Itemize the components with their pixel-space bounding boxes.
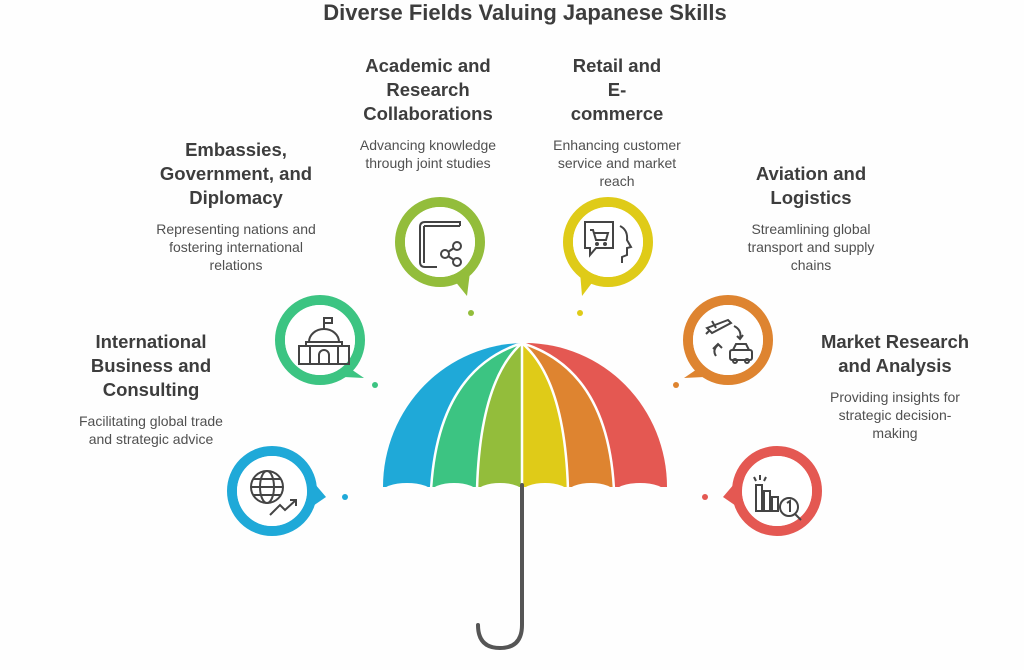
connector-dot bbox=[372, 382, 378, 388]
field-description: Providing insights for strategic decisio… bbox=[830, 389, 960, 441]
field-academic: Academic and Research Collaborations Adv… bbox=[328, 54, 528, 172]
field-market-research: Market Research and Analysis Providing i… bbox=[795, 330, 995, 442]
field-title: Market Research and Analysis bbox=[820, 331, 970, 376]
field-international-business: International Business and Consulting Fa… bbox=[51, 330, 251, 448]
book-share-icon bbox=[419, 221, 462, 268]
field-title: International Business and Consulting bbox=[90, 331, 212, 400]
bubble-aviation bbox=[683, 295, 773, 385]
field-title: Retail and E-commerce bbox=[570, 55, 664, 124]
field-title: Embassies, Government, and Diplomacy bbox=[159, 139, 313, 208]
field-description: Enhancing customer service and market re… bbox=[553, 137, 681, 189]
canopy-panel-yellow bbox=[522, 343, 568, 487]
connector-dot bbox=[577, 310, 583, 316]
field-title: Academic and Research Collaborations bbox=[363, 55, 493, 124]
field-description: Advancing knowledge through joint studie… bbox=[359, 137, 497, 171]
bubble-retail bbox=[563, 197, 653, 296]
connector-dot bbox=[468, 310, 474, 316]
canopy-panel-orange bbox=[522, 343, 614, 487]
field-description: Streamlining global transport and supply… bbox=[747, 221, 875, 273]
connector-dot bbox=[342, 494, 348, 500]
bubble-international-business bbox=[227, 446, 326, 536]
field-retail: Retail and E-commerce Enhancing customer… bbox=[517, 54, 717, 190]
shopping-cart-speech-icon bbox=[584, 221, 633, 263]
globe-growth-icon bbox=[250, 470, 297, 516]
field-aviation: Aviation and Logistics Streamlining glob… bbox=[711, 162, 911, 274]
field-description: Facilitating global trade and strategic … bbox=[79, 413, 223, 447]
field-description: Representing nations and fostering inter… bbox=[156, 221, 316, 273]
canopy-panel-green bbox=[431, 343, 522, 487]
page-title: Diverse Fields Valuing Japanese Skills bbox=[323, 0, 727, 25]
canopy-panel-lime bbox=[477, 343, 522, 487]
connector-dot bbox=[702, 494, 708, 500]
field-title: Aviation and Logistics bbox=[755, 163, 867, 208]
umbrella-canopy bbox=[383, 343, 667, 487]
government-building-icon bbox=[298, 317, 350, 365]
bubble-academic bbox=[395, 197, 485, 296]
canopy-panel-red bbox=[522, 343, 667, 487]
field-embassies: Embassies, Government, and Diplomacy Rep… bbox=[136, 138, 336, 274]
bubble-market-research bbox=[723, 446, 822, 536]
connector-dot bbox=[673, 382, 679, 388]
umbrella-handle bbox=[476, 483, 524, 651]
plane-car-transfer-icon bbox=[705, 318, 753, 364]
chart-magnifier-icon bbox=[753, 475, 802, 521]
bubble-embassies bbox=[275, 295, 365, 385]
